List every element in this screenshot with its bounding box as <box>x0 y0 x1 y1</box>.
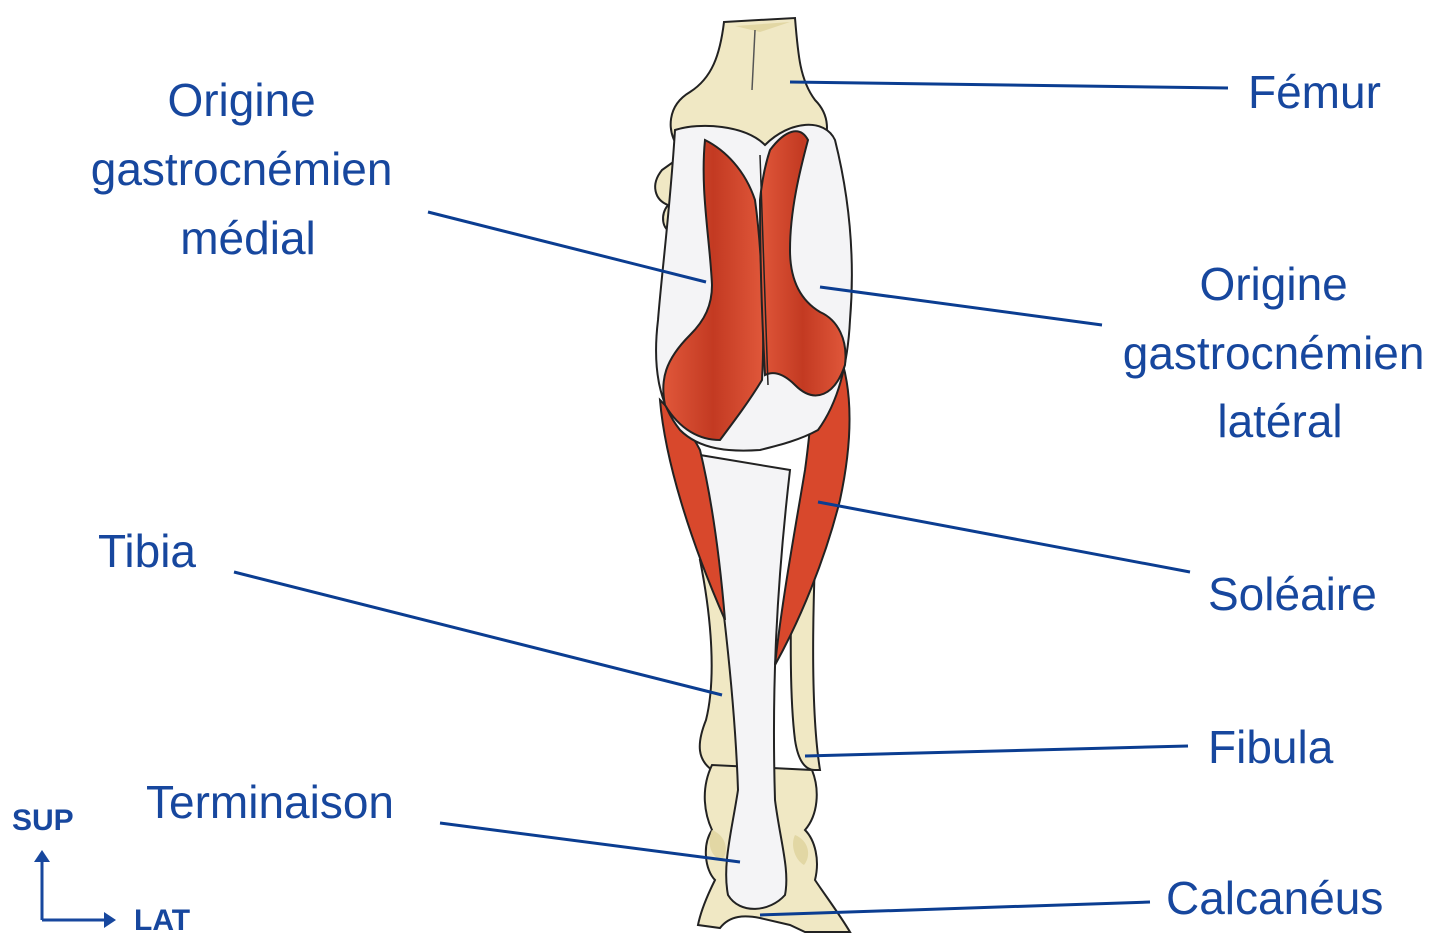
leader-terminaison <box>440 823 740 862</box>
orientation-sup: SUP <box>12 804 74 837</box>
leader-soleaire <box>818 502 1190 572</box>
leg-illustration <box>655 18 852 932</box>
label-terminaison: Terminaison <box>146 776 394 828</box>
leader-fibula <box>805 746 1188 756</box>
label-gastro-medial: Origine gastrocnémien médial <box>91 74 406 264</box>
leader-tibia <box>234 572 722 695</box>
label-tibia: Tibia <box>98 525 196 577</box>
orientation-right-arrowhead <box>104 912 116 928</box>
label-calcaneus: Calcanéus <box>1166 872 1383 924</box>
label-femur: Fémur <box>1248 66 1381 118</box>
leader-gastro-lateral <box>820 287 1102 325</box>
orientation-up-arrowhead <box>34 850 50 862</box>
leader-femur <box>790 82 1228 88</box>
label-soleaire: Soléaire <box>1208 568 1377 620</box>
label-fibula: Fibula <box>1208 721 1334 773</box>
label-gastro-lateral: Origine gastrocnémien latéral <box>1123 258 1438 447</box>
orientation-lat: LAT <box>134 904 190 937</box>
